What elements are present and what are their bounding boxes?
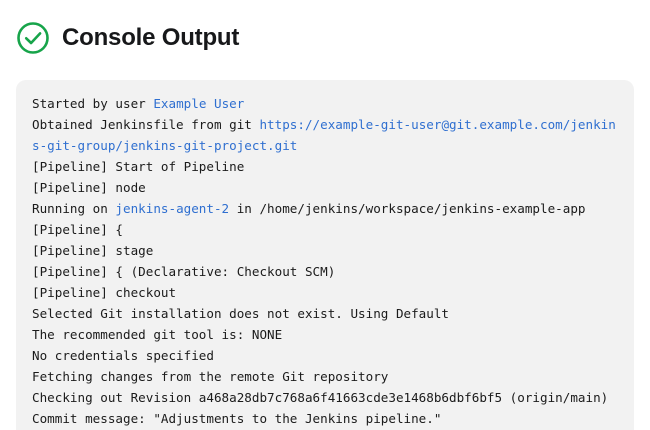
log-text: Selected Git installation does not exist…	[32, 306, 450, 321]
page-title: Console Output	[62, 24, 240, 51]
page-header: Console Output	[0, 0, 650, 62]
log-text: The recommended git tool is: NONE	[32, 327, 283, 342]
log-text: in /home/jenkins/workspace/jenkins-examp…	[229, 201, 586, 216]
log-text: Obtained Jenkinsfile from git	[32, 117, 260, 132]
log-line-no-credentials-specified: No credentials specified	[32, 345, 618, 366]
log-text: No credentials specified	[32, 348, 214, 363]
log-text: [Pipeline] {	[32, 222, 123, 237]
log-line-running-on-agent: Running on jenkins-agent-2 in /home/jenk…	[32, 198, 618, 219]
log-text: Commit message: "Adjustments to the Jenk…	[32, 411, 442, 426]
log-line-fetching-changes: Fetching changes from the remote Git rep…	[32, 366, 618, 387]
log-text: [Pipeline] checkout	[32, 285, 177, 300]
log-line-pipeline-node: [Pipeline] node	[32, 177, 618, 198]
log-text: Checking out Revision a468a28db7c768a6f4…	[32, 390, 609, 405]
log-text: [Pipeline] { (Declarative: Checkout SCM)	[32, 264, 336, 279]
log-line-pipeline-stage: [Pipeline] stage	[32, 240, 618, 261]
log-line-checking-out-revision: Checking out Revision a468a28db7c768a6f4…	[32, 387, 618, 408]
log-line-selected-git-installation: Selected Git installation does not exist…	[32, 303, 618, 324]
log-line-pipeline-declarative-checkout-scm: [Pipeline] { (Declarative: Checkout SCM)	[32, 261, 618, 282]
log-text: [Pipeline] Start of Pipeline	[32, 159, 245, 174]
check-circle-icon	[17, 22, 49, 54]
log-line-commit-message: Commit message: "Adjustments to the Jenk…	[32, 408, 618, 429]
log-link[interactable]: jenkins-agent-2	[115, 201, 230, 216]
log-text: [Pipeline] node	[32, 180, 146, 195]
log-line-pipeline-open-brace: [Pipeline] {	[32, 219, 618, 240]
log-line-obtained-jenkinsfile: Obtained Jenkinsfile from git https://ex…	[32, 114, 618, 156]
log-text: Started by user	[32, 96, 154, 111]
log-line-pipeline-start-of-pipeline: [Pipeline] Start of Pipeline	[32, 156, 618, 177]
log-link[interactable]: Example User	[153, 96, 245, 111]
log-line-recommended-git-tool: The recommended git tool is: NONE	[32, 324, 618, 345]
log-link[interactable]: https://example-git-user@git.example.com…	[32, 117, 616, 153]
log-text: [Pipeline] stage	[32, 243, 154, 258]
log-line-started-by-user: Started by user Example User	[32, 93, 618, 114]
log-text: Running on	[32, 201, 116, 216]
log-text: Fetching changes from the remote Git rep…	[32, 369, 389, 384]
log-line-pipeline-checkout: [Pipeline] checkout	[32, 282, 618, 303]
